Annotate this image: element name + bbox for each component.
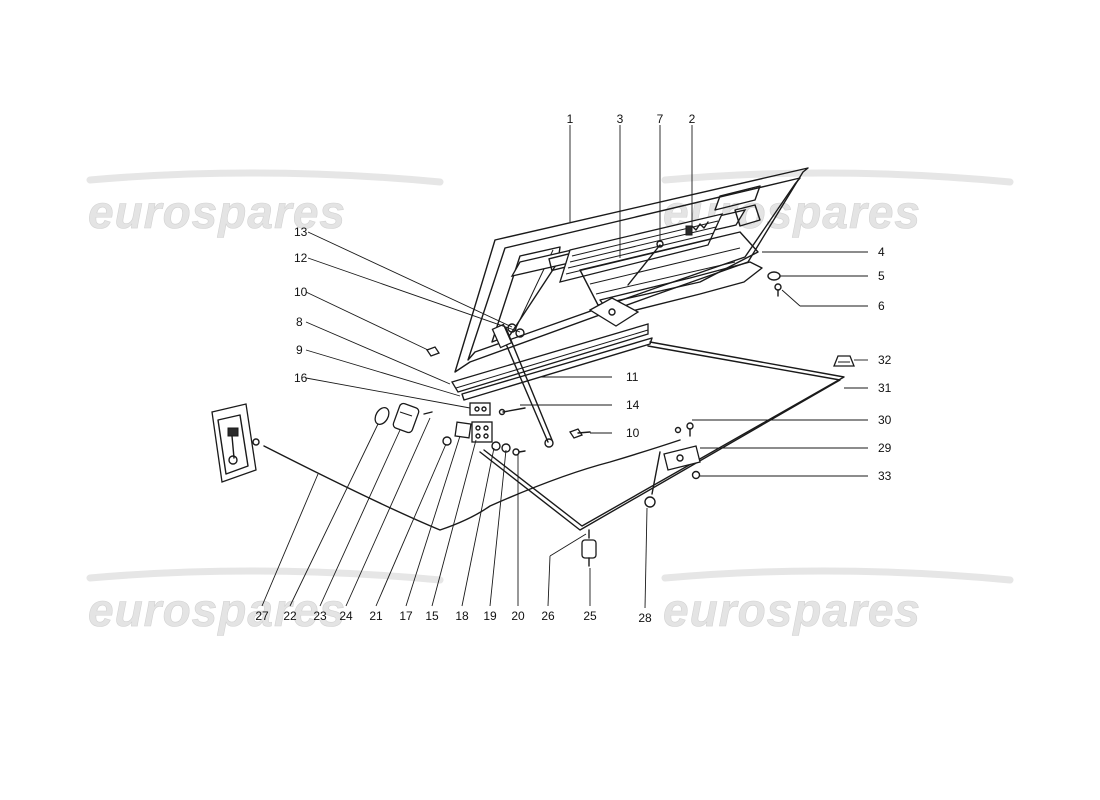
callout-7: 7 [657, 112, 664, 126]
lock-assembly [211, 403, 260, 483]
pad-22 [374, 406, 390, 426]
callout-28: 28 [638, 611, 652, 625]
callout-17: 17 [399, 609, 413, 623]
callout-19: 19 [483, 609, 497, 623]
plate-17 [454, 421, 472, 439]
seal-strip [451, 323, 653, 401]
pin-14 [498, 407, 526, 416]
leader-lines [261, 125, 868, 609]
hinge-spring [685, 221, 709, 236]
callout-20: 20 [511, 609, 525, 623]
callout-29: 29 [878, 441, 892, 455]
gas-strut [491, 323, 554, 448]
latch-29 [663, 445, 701, 471]
hinge-plate-15 [471, 421, 493, 443]
watermark-text: eurospares [663, 186, 921, 238]
grommet-32 [833, 355, 855, 367]
callout-12: 12 [294, 251, 308, 265]
bolt-10-upper [426, 346, 440, 357]
bolt-6 [774, 283, 782, 297]
nut-33 [691, 470, 701, 480]
callout-14: 14 [626, 398, 640, 412]
bolt-20 [512, 448, 526, 456]
watermark-text: eurospares [88, 186, 346, 238]
callout-10: 10 [294, 285, 308, 299]
callout-labels: 1 3 7 2 4 5 6 13 12 10 8 9 16 11 14 10 3… [255, 112, 891, 625]
watermark-text: eurospares [88, 584, 346, 636]
callout-18: 18 [455, 609, 469, 623]
support-bar [588, 261, 763, 327]
callout-5: 5 [878, 269, 885, 283]
callout-32: 32 [878, 353, 892, 367]
watermark-text: eurospares [663, 584, 921, 636]
watermark-top-left: eurospares [86, 169, 444, 238]
callout-3: 3 [617, 112, 624, 126]
callout-27: 27 [255, 609, 269, 623]
bolt-10-lower [569, 428, 591, 439]
callout-4: 4 [878, 245, 885, 259]
lock-cylinder-23 [392, 402, 420, 434]
callout-11: 11 [626, 370, 639, 384]
lid-seal-31 [479, 341, 845, 531]
callout-31: 31 [878, 381, 892, 395]
callout-2: 2 [689, 112, 696, 126]
callout-24: 24 [339, 609, 353, 623]
striker-25 [581, 539, 597, 567]
screw-24 [423, 411, 433, 415]
callout-15: 15 [425, 609, 439, 623]
callout-26: 26 [541, 609, 555, 623]
callout-6: 6 [878, 299, 885, 313]
callout-8: 8 [296, 315, 303, 329]
bolt-30 [674, 422, 694, 437]
callout-16: 16 [294, 371, 308, 385]
callout-22: 22 [283, 609, 297, 623]
callout-25: 25 [583, 609, 597, 623]
callout-23: 23 [313, 609, 327, 623]
watermark-top-right: eurospares [661, 169, 1014, 238]
callout-21: 21 [369, 609, 383, 623]
callout-13: 13 [294, 225, 308, 239]
callout-30: 30 [878, 413, 892, 427]
callout-10: 10 [626, 426, 640, 440]
callout-9: 9 [296, 343, 303, 357]
washer-18 [491, 441, 501, 451]
nut-21 [442, 436, 452, 446]
washer-5 [767, 271, 781, 281]
watermark-bottom-left: eurospares [86, 567, 444, 636]
callout-1: 1 [567, 112, 574, 126]
callout-33: 33 [878, 469, 892, 483]
watermark-bottom-right: eurospares [661, 567, 1014, 636]
hinge-bracket-16 [469, 402, 491, 416]
